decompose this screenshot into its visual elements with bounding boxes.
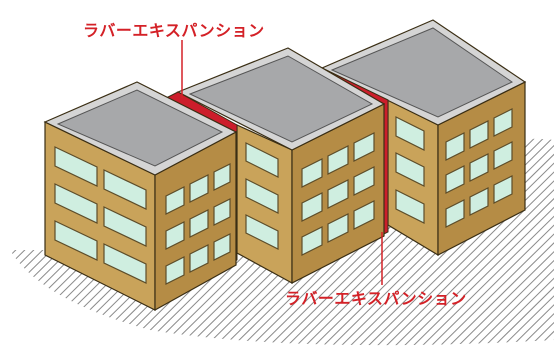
hatch-line [350, 138, 554, 346]
hatch-line [10, 138, 46, 346]
hatch-line [431, 138, 554, 346]
hatch-line [368, 138, 554, 346]
hatch-line [440, 138, 554, 346]
hatch-line [476, 138, 554, 346]
hatch-line [458, 138, 554, 346]
hatch-line [449, 138, 554, 346]
hatch-line [359, 138, 554, 346]
hatch-line [530, 138, 554, 346]
hatch-line [467, 138, 554, 346]
hatch-line [539, 138, 554, 346]
hatch-line [10, 138, 28, 346]
hatch-line [377, 138, 554, 346]
hatch-line [548, 138, 554, 346]
building-left [43, 81, 238, 312]
hatch-line [395, 138, 554, 346]
hatch-line [413, 138, 554, 346]
building-middle [176, 47, 386, 285]
label-rubber-expansion-top: ラバーエキスパンション [83, 21, 265, 40]
hatch-line [10, 138, 37, 346]
building-right [320, 19, 527, 257]
label-rubber-expansion-bottom: ラバーエキスパンション [285, 289, 467, 308]
hatch-line [422, 138, 554, 346]
hatch-line [386, 138, 554, 346]
hatch-line [404, 138, 554, 346]
hatch-line [485, 138, 554, 346]
hatch-line [10, 138, 19, 346]
hatch-line [0, 0, 9, 354]
